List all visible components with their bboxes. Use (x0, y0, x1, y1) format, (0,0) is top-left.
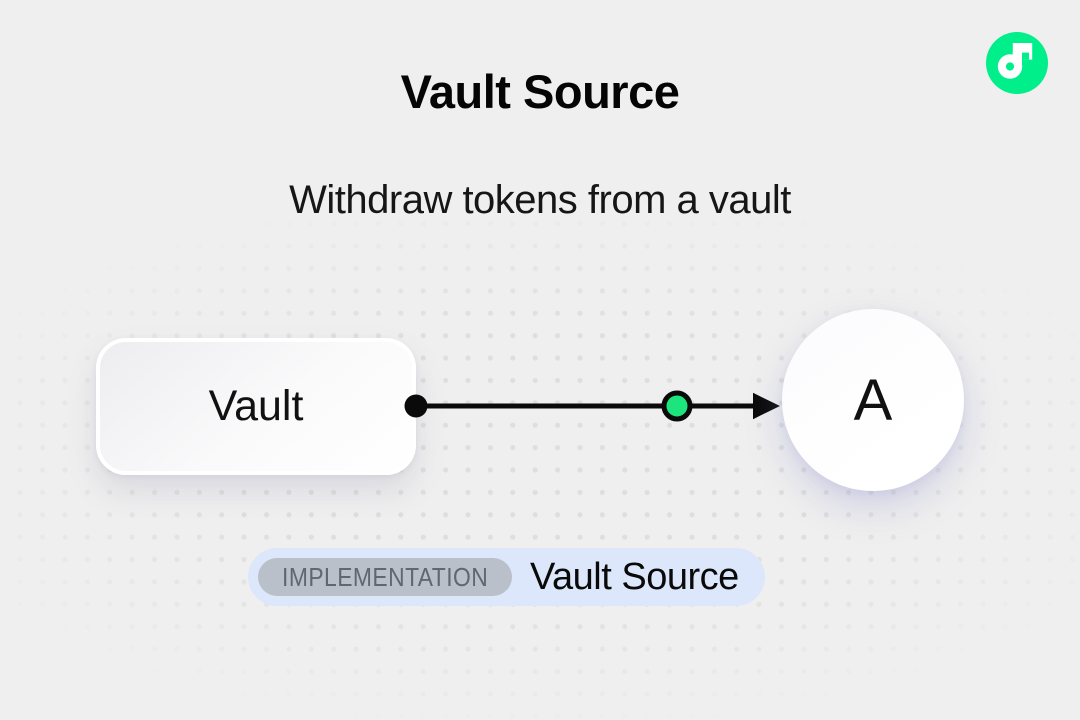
vault-node: Vault (96, 338, 416, 475)
flow-logo-svg (986, 32, 1048, 94)
account-node: A (782, 309, 964, 491)
badge-label: Vault Source (530, 555, 739, 598)
account-node-label: A (853, 367, 893, 433)
token-dot-icon (661, 390, 693, 422)
arrowhead-icon (753, 392, 780, 420)
vault-node-label: Vault (208, 382, 304, 430)
implementation-badge: IMPLEMENTATION Vault Source (248, 548, 765, 606)
flow-logo-icon (986, 32, 1048, 94)
page-subtitle: Withdraw tokens from a vault (289, 178, 791, 222)
connector-arrow (404, 390, 780, 422)
page-title: Vault Source (400, 65, 680, 118)
implementation-tag-pill: IMPLEMENTATION (258, 558, 512, 596)
connector-start-dot (404, 394, 428, 418)
implementation-tag-text: IMPLEMENTATION (281, 561, 489, 592)
